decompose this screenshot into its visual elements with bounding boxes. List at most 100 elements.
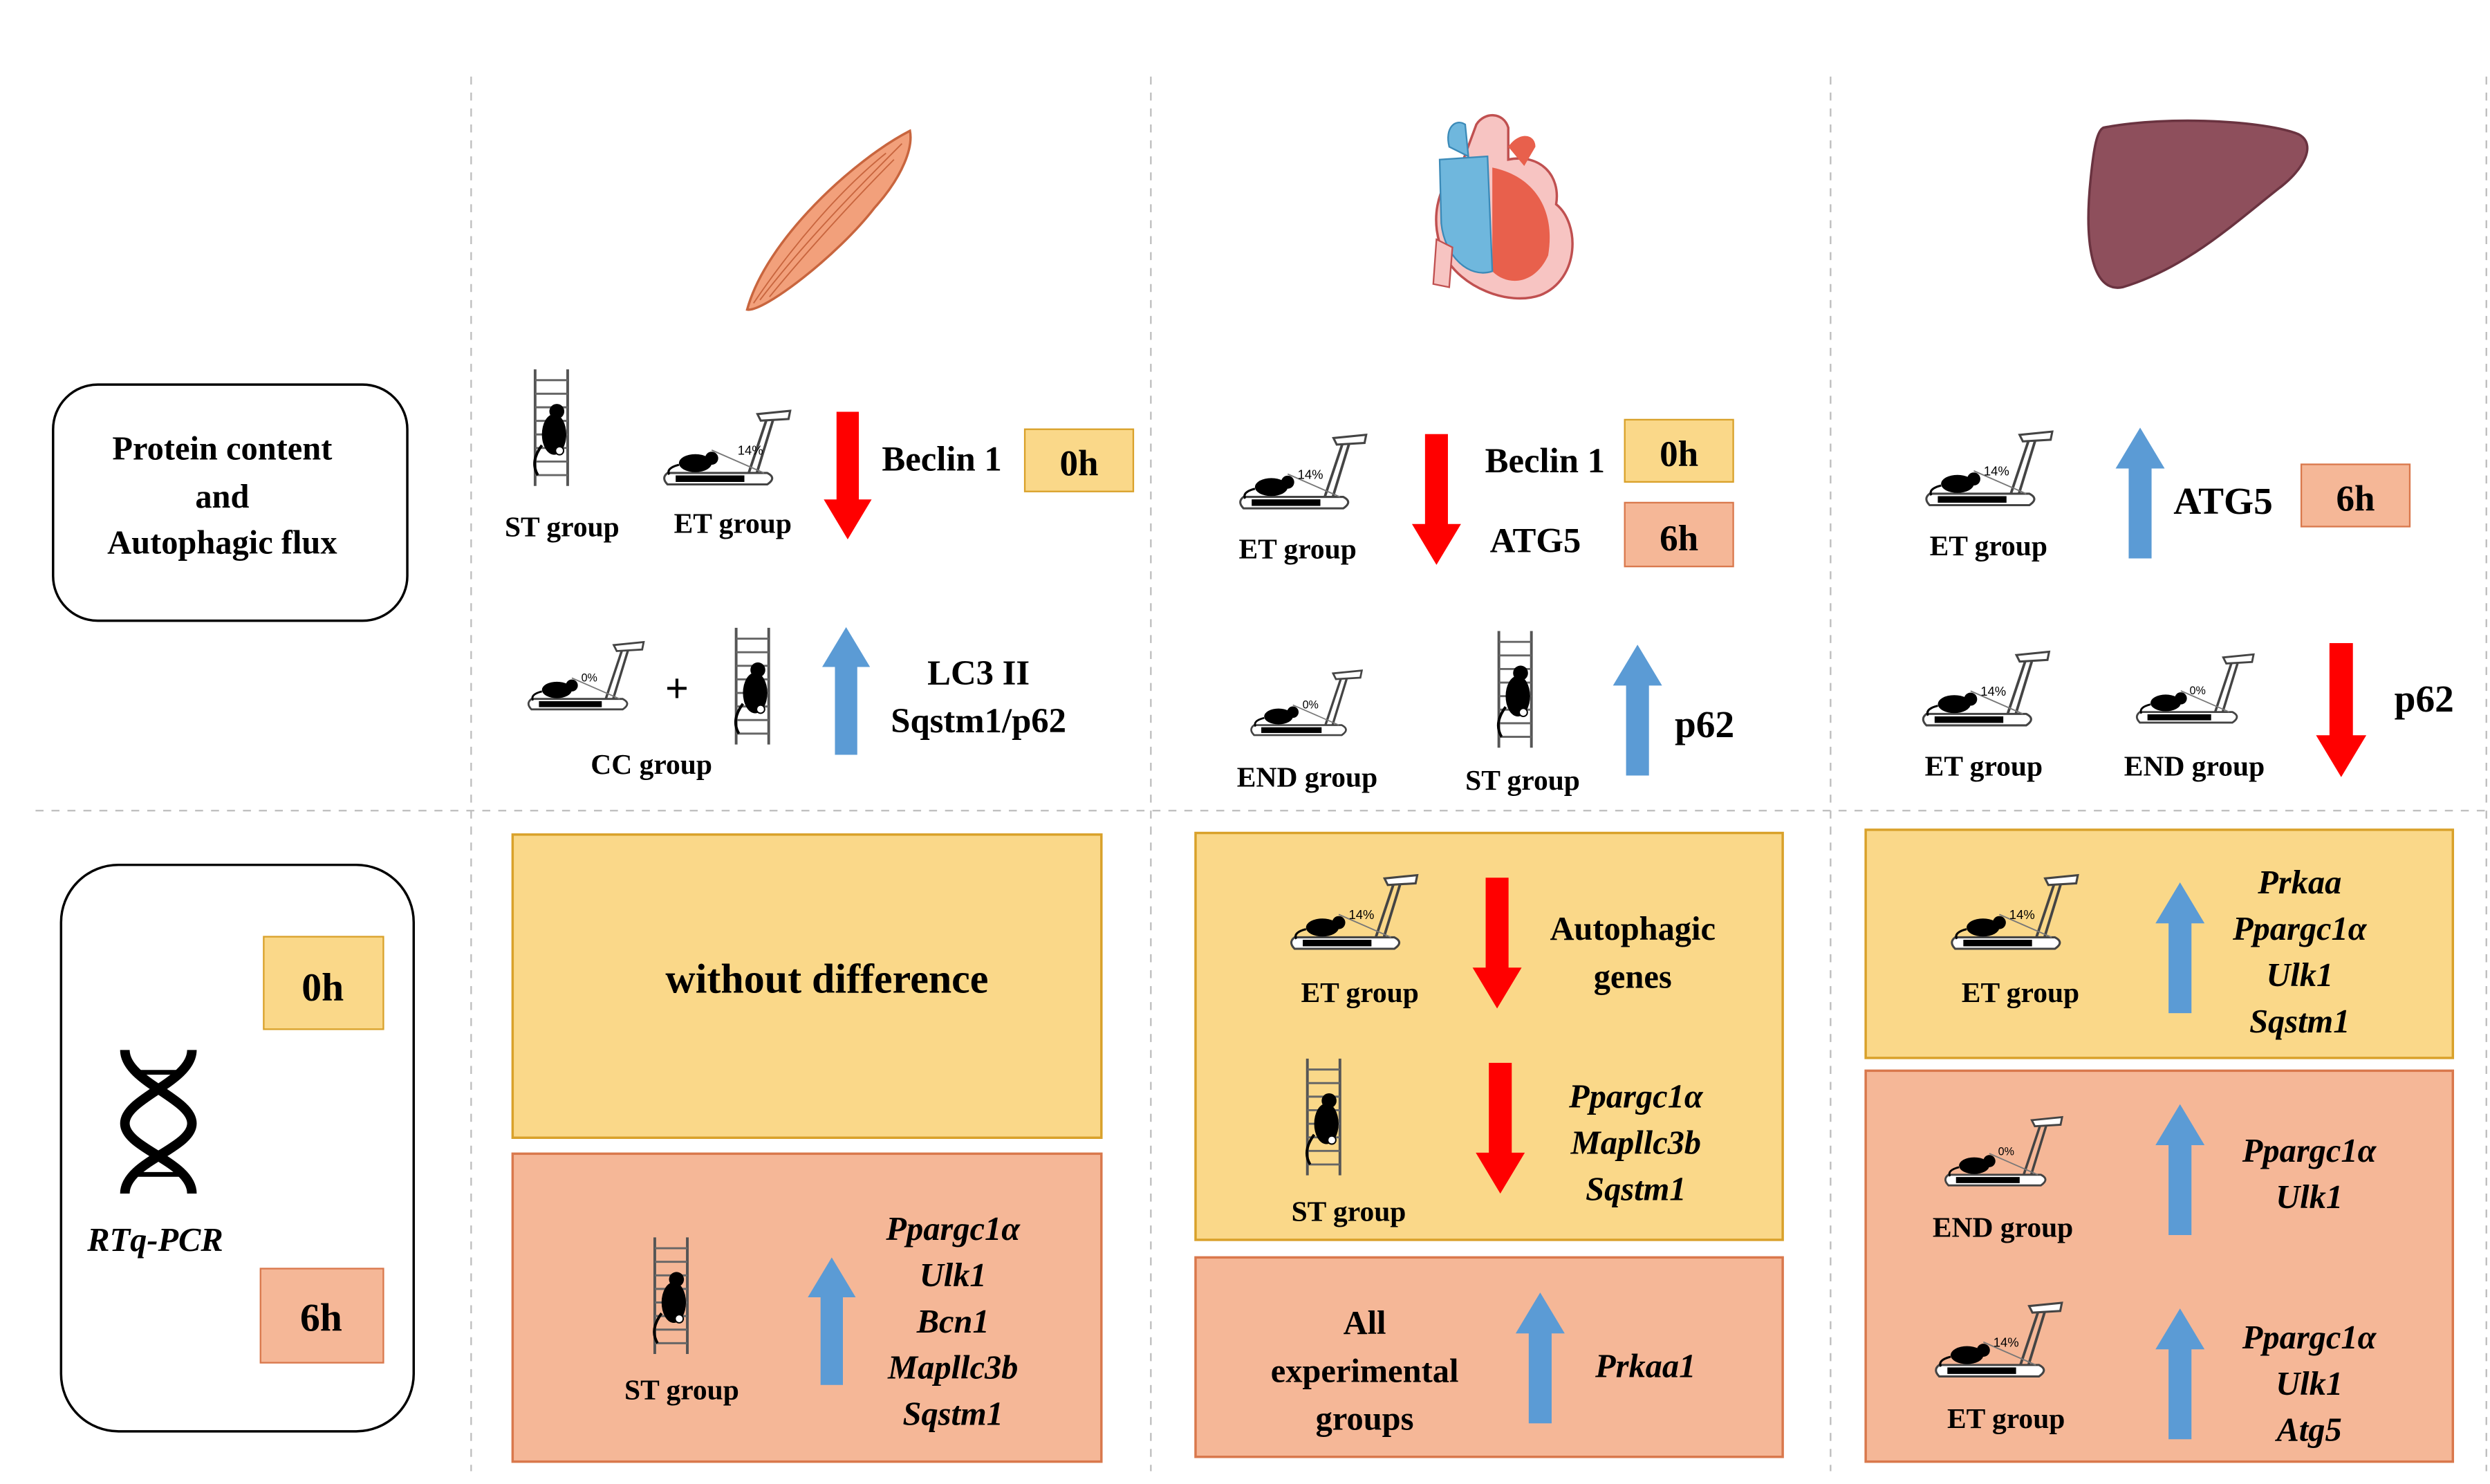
ladder-rat-icon [736, 628, 769, 745]
liver-end-gene-1: Ppargc1α [2242, 1133, 2377, 1169]
liver-end-group-label: END group [2124, 750, 2265, 781]
protein-label-line2: and [195, 479, 249, 515]
heart-pcr-st-group-label: ST group [1292, 1195, 1406, 1227]
ladder-rat-icon [1498, 631, 1532, 748]
heart-et-group-label: ET group [1238, 533, 1356, 565]
liver-et-group-label: ET group [1930, 530, 2047, 562]
muscle-gene-5: Sqstm1 [903, 1396, 1003, 1433]
muscle-pcr-st-group-label: ST group [624, 1374, 739, 1406]
muscle-badge-0h [1023, 428, 1135, 492]
muscle-icon [745, 129, 912, 311]
up-arrow-icon [822, 627, 871, 755]
heart-beclin-label: Beclin 1 [1485, 441, 1605, 480]
muscle-st-group-label: ST group [505, 510, 620, 542]
liver-et-gene-4: Sqstm1 [2249, 1003, 2350, 1040]
heart-st-group-label: ST group [1465, 764, 1580, 796]
liver-p62-label: p62 [2395, 678, 2454, 720]
liver-atg5-label: ATG5 [2173, 480, 2273, 522]
svg-text:14%: 14% [1984, 464, 2009, 479]
liver-pcr-panel: 14% ET group Prkaa Ppargc1α Ulk1 Sqstm1 … [1864, 828, 2455, 1463]
muscle-pcr-0h-box [511, 833, 1103, 1139]
svg-text:14%: 14% [1980, 684, 2006, 698]
liver-et-gene-1: Prkaa [2257, 864, 2341, 901]
svg-text:0%: 0% [582, 671, 597, 684]
down-arrow-icon [1411, 434, 1461, 565]
muscle-gene-4: Mapllc3b [887, 1350, 1018, 1386]
up-arrow-icon [2115, 427, 2165, 559]
muscle-sqstm-label: Sqstm1/p62 [891, 701, 1066, 740]
liver-et2-gene-3: Atg5 [2275, 1412, 2342, 1449]
heart-protein-panel: 14% ET group Beclin 1 ATG5 0h 6h 0% END … [1237, 418, 1734, 796]
liver-et2-gene-2: Ulk1 [2276, 1366, 2343, 1402]
heart-badge-6h-text: 6h [1660, 519, 1698, 559]
muscle-et-group-label: ET group [674, 508, 792, 539]
heart-atg5-label: ATG5 [1490, 521, 1581, 559]
protein-label-box: Protein content and Autophagic flux [52, 383, 409, 622]
heart-badge-6h [1624, 501, 1734, 568]
heart-p62-label: p62 [1675, 703, 1734, 745]
time-badge-6h: 6h [300, 1296, 342, 1339]
muscle-badge-0h-text: 0h [1059, 444, 1098, 484]
svg-text:0%: 0% [2190, 685, 2206, 697]
down-arrow-icon [2316, 642, 2367, 777]
heart-prkaa1-label: Prkaa1 [1595, 1348, 1695, 1384]
heart-all-groups-line1: All [1344, 1305, 1386, 1342]
liver-pcr-6h-box [1864, 1069, 2455, 1463]
liver-pcr-et-group-label: ET group [1962, 976, 2079, 1008]
liver-pcr-end-group-label: END group [1933, 1211, 2073, 1243]
heart-badge-0h-text: 0h [1660, 434, 1698, 474]
heart-st-gene-2: Mapllc3b [1570, 1124, 1701, 1161]
liver-et2-gene-1: Ppargc1α [2242, 1319, 2377, 1356]
grid-dividers [35, 76, 2487, 1472]
muscle-protein-panel: ST group 14% ET group Beclin 1 0h 0% + C… [505, 369, 1135, 780]
heart-pcr-et-group-label: ET group [1301, 976, 1418, 1008]
svg-text:14%: 14% [2009, 907, 2035, 922]
protein-label-line1: Protein content [112, 431, 332, 467]
dna-icon [120, 1049, 197, 1194]
heart-all-groups-line2: experimental [1271, 1353, 1459, 1389]
plus-sign: + [665, 665, 689, 711]
liver-badge-6h [2300, 463, 2411, 528]
liver-et-group2-label: ET group [1925, 750, 2043, 781]
muscle-gene-3: Bcn1 [916, 1304, 990, 1340]
muscle-lc3-label: LC3 II [927, 653, 1030, 692]
muscle-cc-group-label: CC group [591, 748, 712, 780]
without-difference-label: without difference [665, 956, 988, 1001]
liver-et-gene-3: Ulk1 [2266, 957, 2333, 994]
muscle-gene-2: Ulk1 [920, 1257, 987, 1294]
liver-icon [2087, 119, 2309, 289]
muscle-beclin-label: Beclin 1 [882, 440, 1001, 479]
up-arrow-icon [1613, 644, 1662, 776]
heart-autophagic-line1: Autophagic [1550, 911, 1716, 947]
muscle-pcr-panel: without difference ST group Ppargc1α Ulk… [511, 833, 1103, 1463]
down-arrow-icon [824, 411, 872, 539]
svg-text:14%: 14% [1298, 467, 1323, 481]
heart-all-groups-line3: groups [1316, 1401, 1414, 1438]
pcr-label-box: 0h 6h RTq-PCR [59, 863, 416, 1433]
liver-badge-6h-text: 6h [2336, 479, 2375, 519]
treadmill-rat-icon [662, 409, 792, 486]
heart-st-gene-1: Ppargc1α [1568, 1078, 1704, 1115]
heart-pcr-6h-box [1194, 1256, 1784, 1458]
heart-autophagic-line2: genes [1594, 958, 1672, 995]
heart-badge-0h [1624, 418, 1734, 483]
svg-text:0%: 0% [1998, 1146, 2014, 1158]
heart-end-group-label: END group [1237, 761, 1377, 793]
muscle-gene-1: Ppargc1α [885, 1211, 1021, 1248]
heart-pcr-panel: 14% ET group Autophagic genes ST group P… [1194, 831, 1784, 1458]
ladder-rat-icon [535, 369, 568, 486]
liver-protein-panel: 14% ET group ATG5 6h 14% ET group 0% END… [1922, 427, 2454, 781]
liver-et-gene-2: Ppargc1α [2232, 911, 2368, 947]
svg-text:0%: 0% [1303, 699, 1319, 712]
svg-text:14%: 14% [1348, 907, 1374, 922]
heart-icon [1432, 113, 1574, 300]
protein-label-line3: Autophagic flux [107, 525, 337, 562]
svg-text:14%: 14% [738, 443, 763, 458]
liver-end-gene-2: Ulk1 [2276, 1179, 2343, 1216]
liver-pcr-et-group2-label: ET group [1947, 1402, 2065, 1434]
heart-st-gene-3: Sqstm1 [1586, 1171, 1686, 1207]
svg-text:14%: 14% [1994, 1335, 2019, 1350]
rtq-pcr-label: RTq-PCR [86, 1222, 223, 1259]
time-badge-0h: 0h [301, 966, 344, 1010]
